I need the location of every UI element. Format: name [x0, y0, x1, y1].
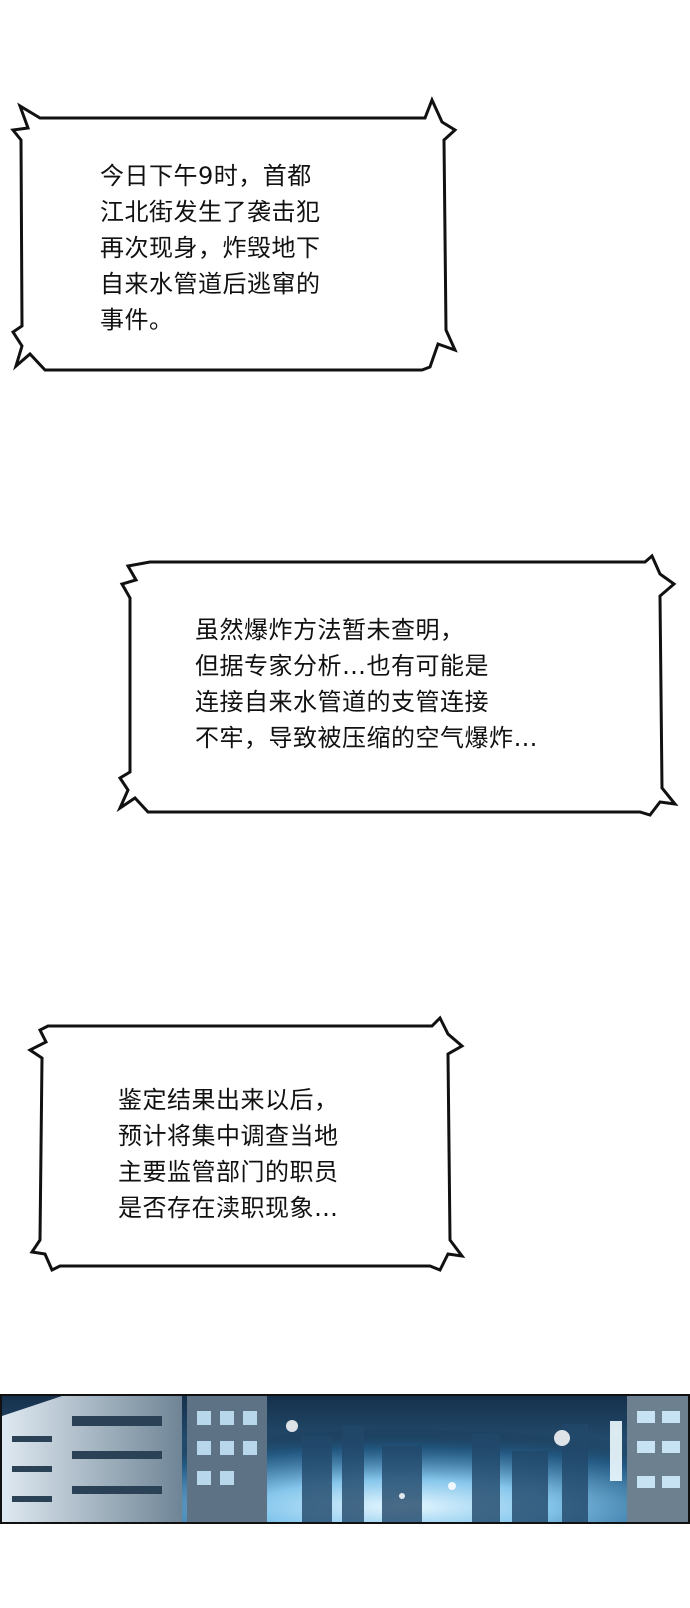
- text-line: 自来水管道后逃窜的: [100, 270, 321, 298]
- text-line: 今日下午9时，首都: [100, 162, 312, 190]
- text-line: 江北街发生了袭击犯: [100, 198, 321, 226]
- narration-bubble-2: 虽然爆炸方法暂未查明， 但据专家分析…也有可能是 连接自来水管道的支管连接 不牢…: [116, 553, 679, 817]
- text-line: 鉴定结果出来以后，: [118, 1086, 339, 1114]
- narration-bubble-1: 今日下午9时，首都 江北街发生了袭击犯 再次现身，炸毁地下 自来水管道后逃窜的 …: [0, 0, 460, 380]
- jagged-speech-bubble-icon: [10, 96, 458, 372]
- text-line: 主要监管部门的职员: [118, 1158, 339, 1186]
- text-line: 不牢，导致被压缩的空气爆炸…: [195, 724, 538, 752]
- narration-text-1: 今日下午9时，首都 江北街发生了袭击犯 再次现身，炸毁地下 自来水管道后逃窜的 …: [100, 158, 321, 338]
- jagged-speech-bubble-icon: [116, 553, 679, 817]
- narration-text-3: 鉴定结果出来以后， 预计将集中调查当地 主要监管部门的职员 是否存在渎职现象…: [118, 1082, 339, 1226]
- text-line: 预计将集中调查当地: [118, 1122, 339, 1150]
- text-line: 再次现身，炸毁地下: [100, 234, 321, 262]
- night-city-scene-icon: [2, 1396, 688, 1522]
- narration-text-2: 虽然爆炸方法暂未查明， 但据专家分析…也有可能是 连接自来水管道的支管连接 不牢…: [195, 612, 538, 756]
- narration-bubble-3: 鉴定结果出来以后， 预计将集中调查当地 主要监管部门的职员 是否存在渎职现象…: [27, 1015, 466, 1273]
- text-line: 是否存在渎职现象…: [118, 1194, 339, 1222]
- text-line: 连接自来水管道的支管连接: [195, 688, 489, 716]
- text-line: 虽然爆炸方法暂未查明，: [195, 616, 465, 644]
- city-night-panel: [0, 1394, 690, 1524]
- jagged-speech-bubble-icon: [27, 1015, 466, 1273]
- text-line: 事件。: [100, 306, 174, 334]
- text-line: 但据专家分析…也有可能是: [195, 652, 489, 680]
